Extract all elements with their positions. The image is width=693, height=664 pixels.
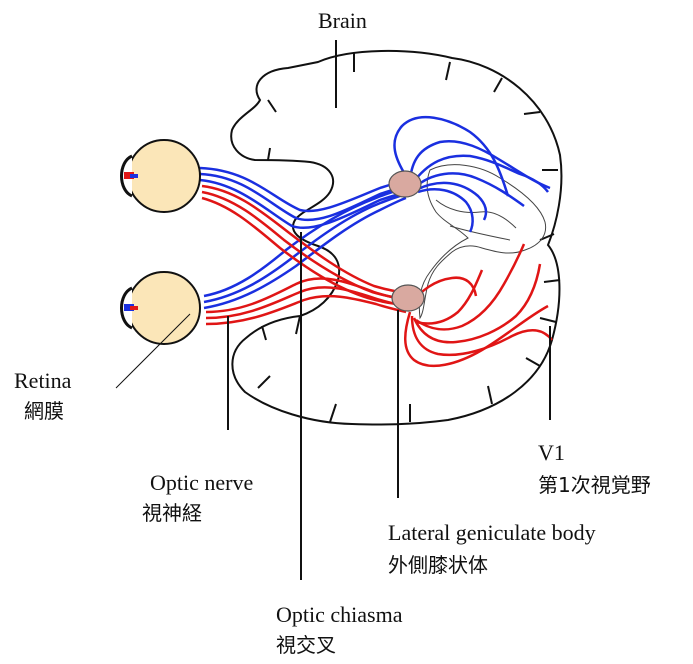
brain-label: Brain — [318, 8, 367, 34]
optic-chiasma-label: Optic chiasma — [276, 602, 402, 628]
lgb-label-jp: 外側膝状体 — [388, 552, 488, 578]
eyeball-icon — [128, 272, 200, 344]
left-eye-pathway — [200, 117, 550, 308]
retina-label-jp: 網膜 — [24, 398, 64, 424]
v1-label: V1 — [538, 440, 565, 466]
optic-nerve-label: Optic nerve — [150, 470, 253, 496]
eyeball-icon — [128, 140, 200, 212]
inner-brain-contour — [419, 165, 545, 318]
optic-nerve-label-jp: 視神経 — [142, 500, 202, 526]
eyeball-left — [122, 140, 201, 212]
v1-label-jp: 第1次視覚野 — [538, 472, 651, 498]
right-eye-pathway — [202, 186, 552, 366]
lgb-label: Lateral geniculate body — [388, 520, 596, 546]
lgb-lower — [392, 285, 424, 311]
lgb-upper — [389, 171, 421, 197]
inner-brain-contour-2 — [436, 200, 516, 240]
optic-chiasma-label-jp: 視交叉 — [276, 632, 336, 658]
eyeball-right — [122, 272, 201, 344]
retina-label: Retina — [14, 368, 71, 394]
